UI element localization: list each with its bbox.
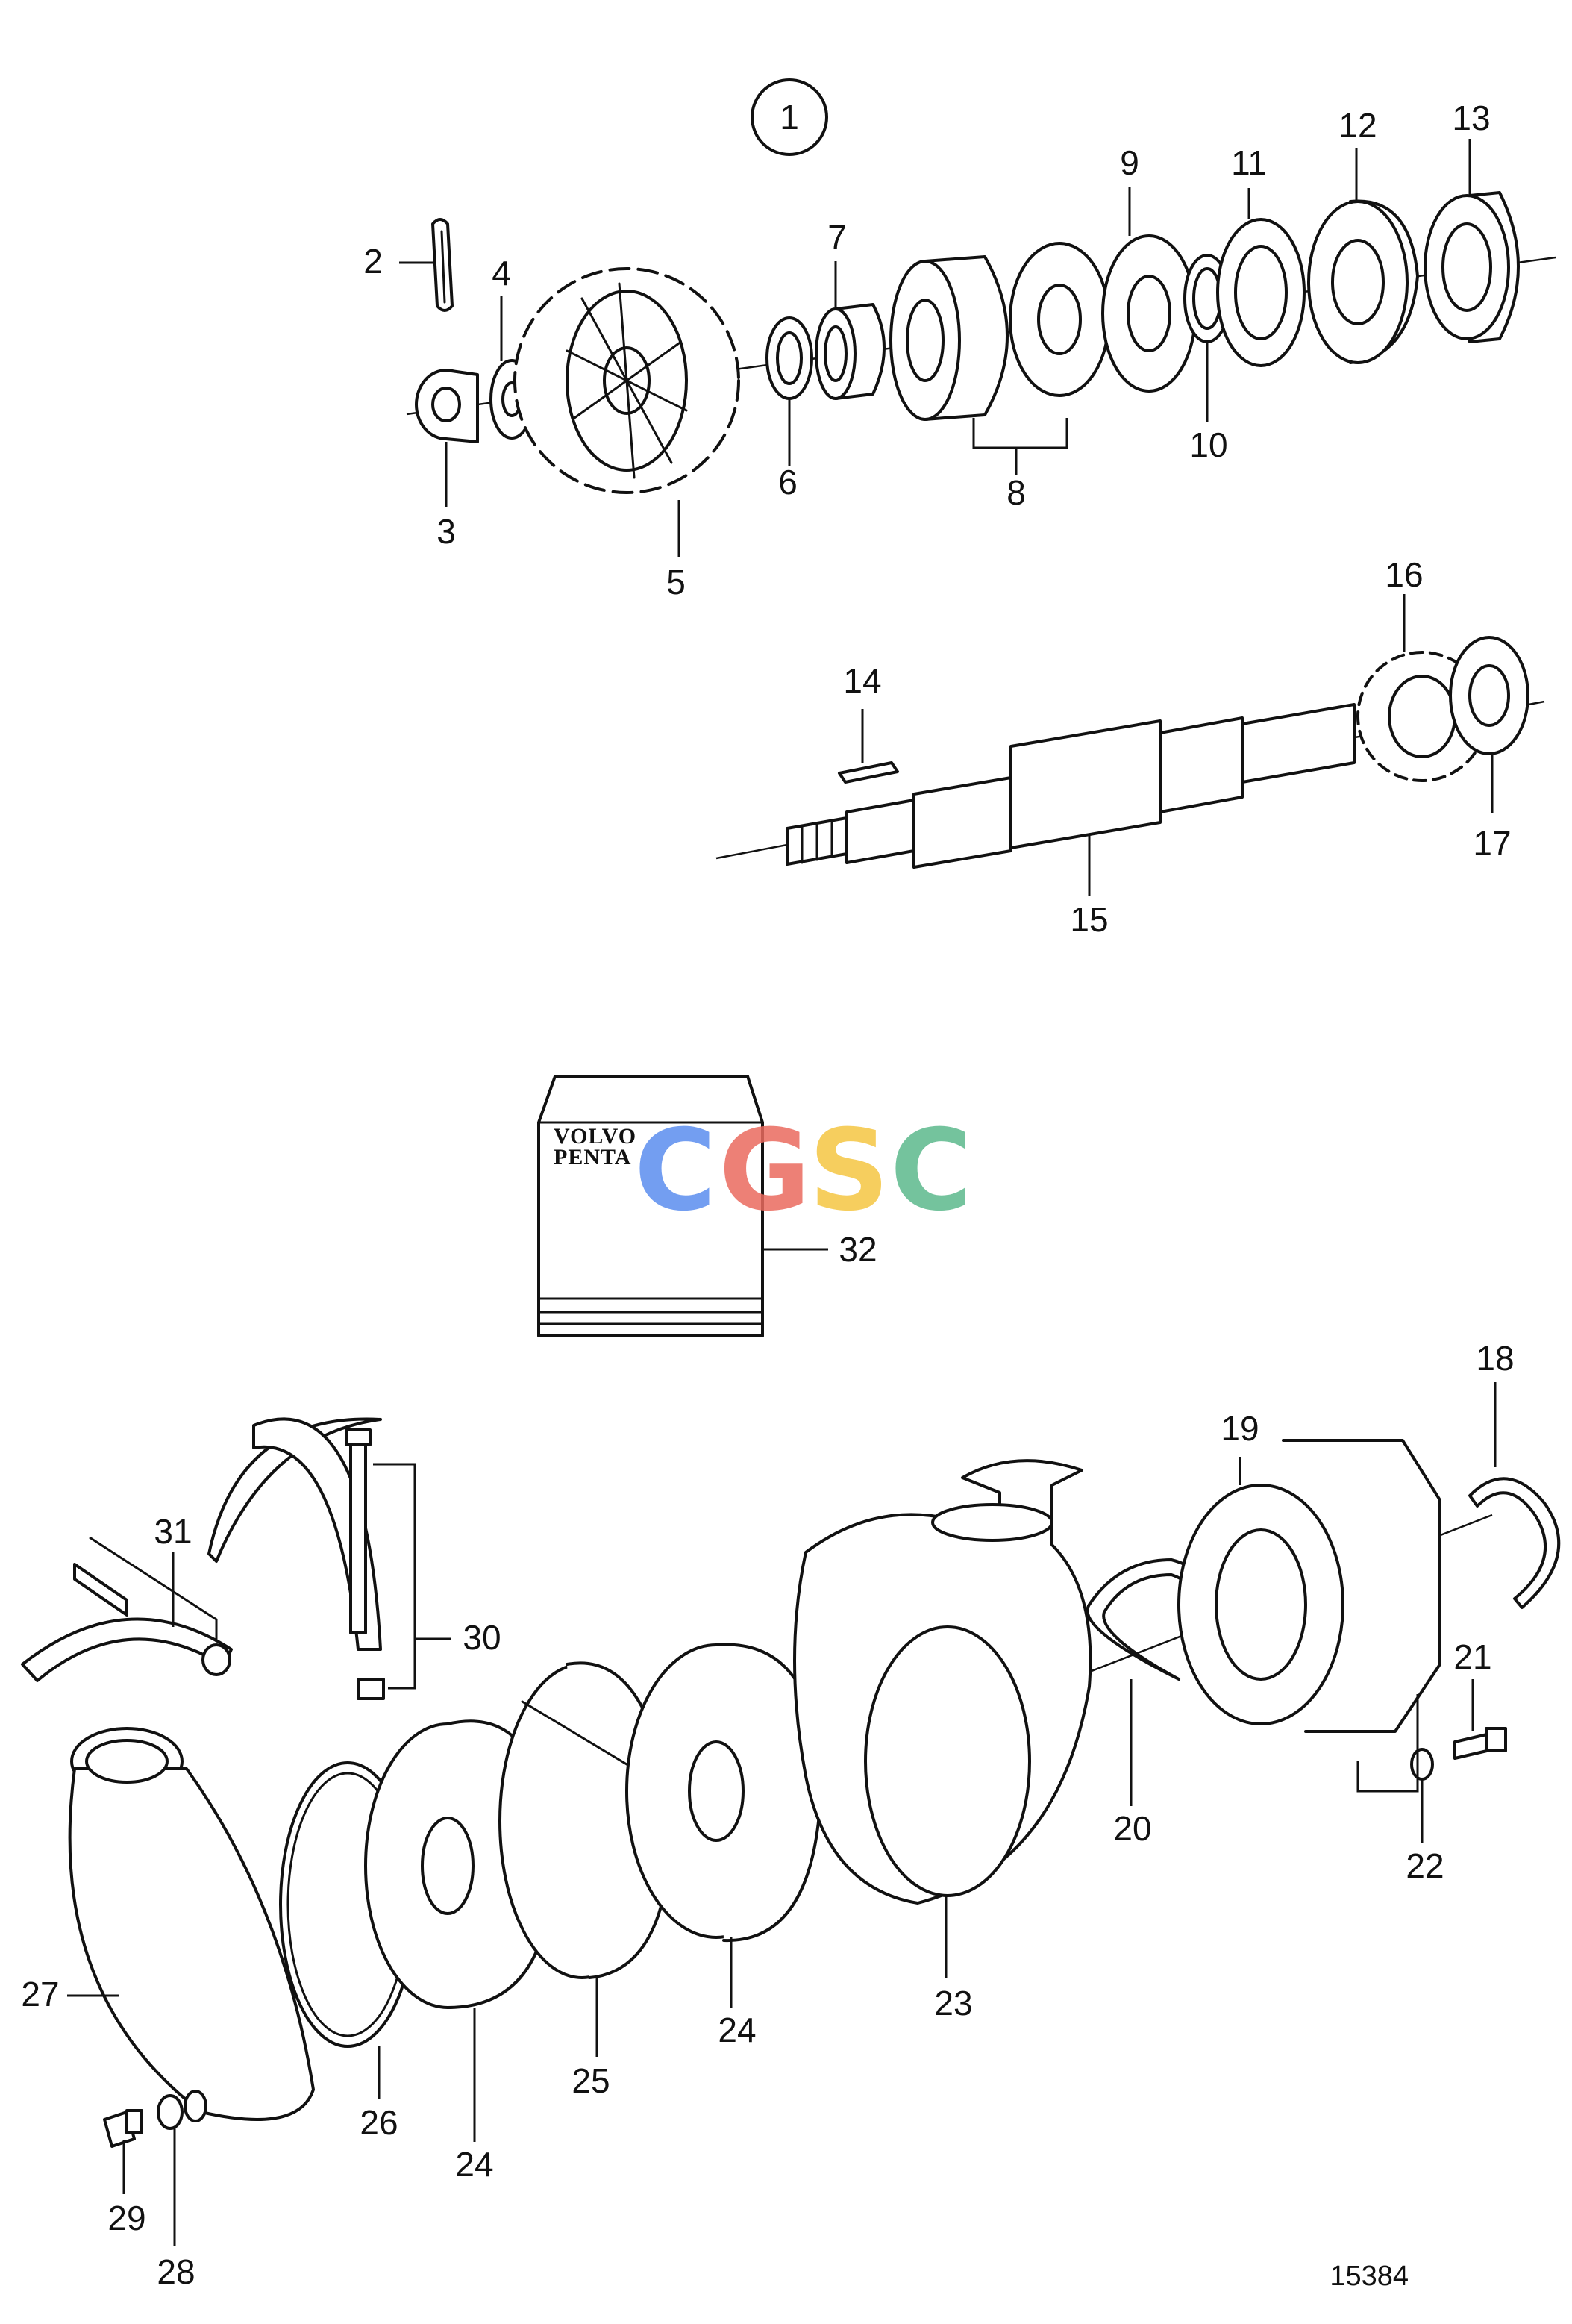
bushing-part-7: [815, 303, 886, 400]
bolt-part-21: [1453, 1727, 1507, 1760]
seal-part-8b: [1009, 242, 1110, 397]
circlip-part-18: [1468, 1477, 1561, 1609]
label-29: 29: [107, 2199, 145, 2237]
label-19: 19: [1221, 1409, 1259, 1448]
label-24b: 24: [718, 2011, 756, 2049]
label-13: 13: [1452, 99, 1490, 137]
label-10: 10: [1189, 425, 1227, 464]
group-marker: 1: [751, 78, 828, 156]
clamp-half-part-31: [21, 1563, 233, 1682]
castle-nut-part: [415, 369, 479, 443]
pump-housing-part-23: [793, 1459, 1092, 1905]
shaft-nut-part-17: [1449, 636, 1529, 755]
shaft-part-15: [786, 703, 1356, 869]
part-number-labels: 2 3 4 5 6 7 8 9 10 11 12 13 14 15 16 17 …: [21, 99, 1514, 2291]
book-brand-line2: PENTA: [554, 1145, 631, 1169]
watermark-letter: G: [718, 1106, 810, 1236]
group-marker-number: 1: [780, 98, 799, 137]
label-25: 25: [572, 2061, 610, 2100]
wear-plate-part-24b: [625, 1643, 822, 1943]
label-14: 14: [843, 661, 881, 700]
liner-part-25: [498, 1661, 673, 1979]
label-3: 3: [436, 512, 456, 551]
bracket-22: [1356, 1694, 1419, 1793]
impeller-part: [513, 267, 740, 494]
seal-part-11: [1216, 218, 1306, 367]
label-30: 30: [463, 1618, 501, 1657]
label-32: 32: [839, 1230, 877, 1269]
washer-part-22: [1410, 1748, 1434, 1781]
label-21: 21: [1453, 1637, 1491, 1676]
label-28: 28: [157, 2252, 195, 2291]
label-12: 12: [1338, 106, 1377, 145]
book-brand-line1: VOLVO: [554, 1124, 636, 1149]
label-23: 23: [934, 1984, 972, 2022]
label-4: 4: [492, 254, 511, 293]
bearing-housing-part-19: [1177, 1439, 1441, 1733]
bracket-30: [373, 1463, 416, 1690]
watermark-letter: C: [890, 1106, 972, 1236]
bearing-part-12: [1307, 199, 1419, 364]
leader-lines: [67, 139, 1497, 2246]
watermark-letter: C: [634, 1106, 716, 1236]
ring-part-9: [1101, 234, 1197, 393]
label-26: 26: [360, 2103, 398, 2142]
washer-part-28: [157, 2090, 207, 2130]
bracket-31: [89, 1536, 218, 1642]
label-5: 5: [666, 563, 686, 602]
label-22: 22: [1406, 1846, 1444, 1885]
label-9: 9: [1120, 143, 1139, 182]
label-27: 27: [21, 1975, 59, 2014]
volute-cover-part-27: [68, 1727, 315, 2121]
seal-part-8a: [889, 255, 1009, 421]
label-6: 6: [778, 463, 798, 502]
label-20: 20: [1113, 1809, 1151, 1848]
label-24a: 24: [455, 2145, 493, 2184]
clamp-arc-part-30: [207, 1417, 385, 1700]
bearing-part-13: [1424, 191, 1520, 343]
manual-book-part-32: VOLVO PENTA: [537, 1075, 764, 1337]
label-18: 18: [1476, 1339, 1514, 1378]
watermark-letter: S: [809, 1106, 889, 1236]
key-part-14: [838, 761, 899, 784]
reference-number: 15384: [1330, 2261, 1409, 2292]
label-8: 8: [1006, 473, 1026, 512]
drain-plug-part-29: [103, 2109, 143, 2148]
label-31: 31: [154, 1512, 192, 1551]
label-7: 7: [827, 218, 847, 257]
label-16: 16: [1385, 555, 1423, 594]
label-2: 2: [363, 242, 383, 281]
label-15: 15: [1070, 900, 1108, 939]
label-11: 11: [1231, 143, 1267, 182]
ring-part-6: [765, 316, 813, 400]
bracket-8: [972, 418, 1068, 449]
split-pin-part: [431, 218, 454, 312]
label-17: 17: [1473, 824, 1511, 863]
